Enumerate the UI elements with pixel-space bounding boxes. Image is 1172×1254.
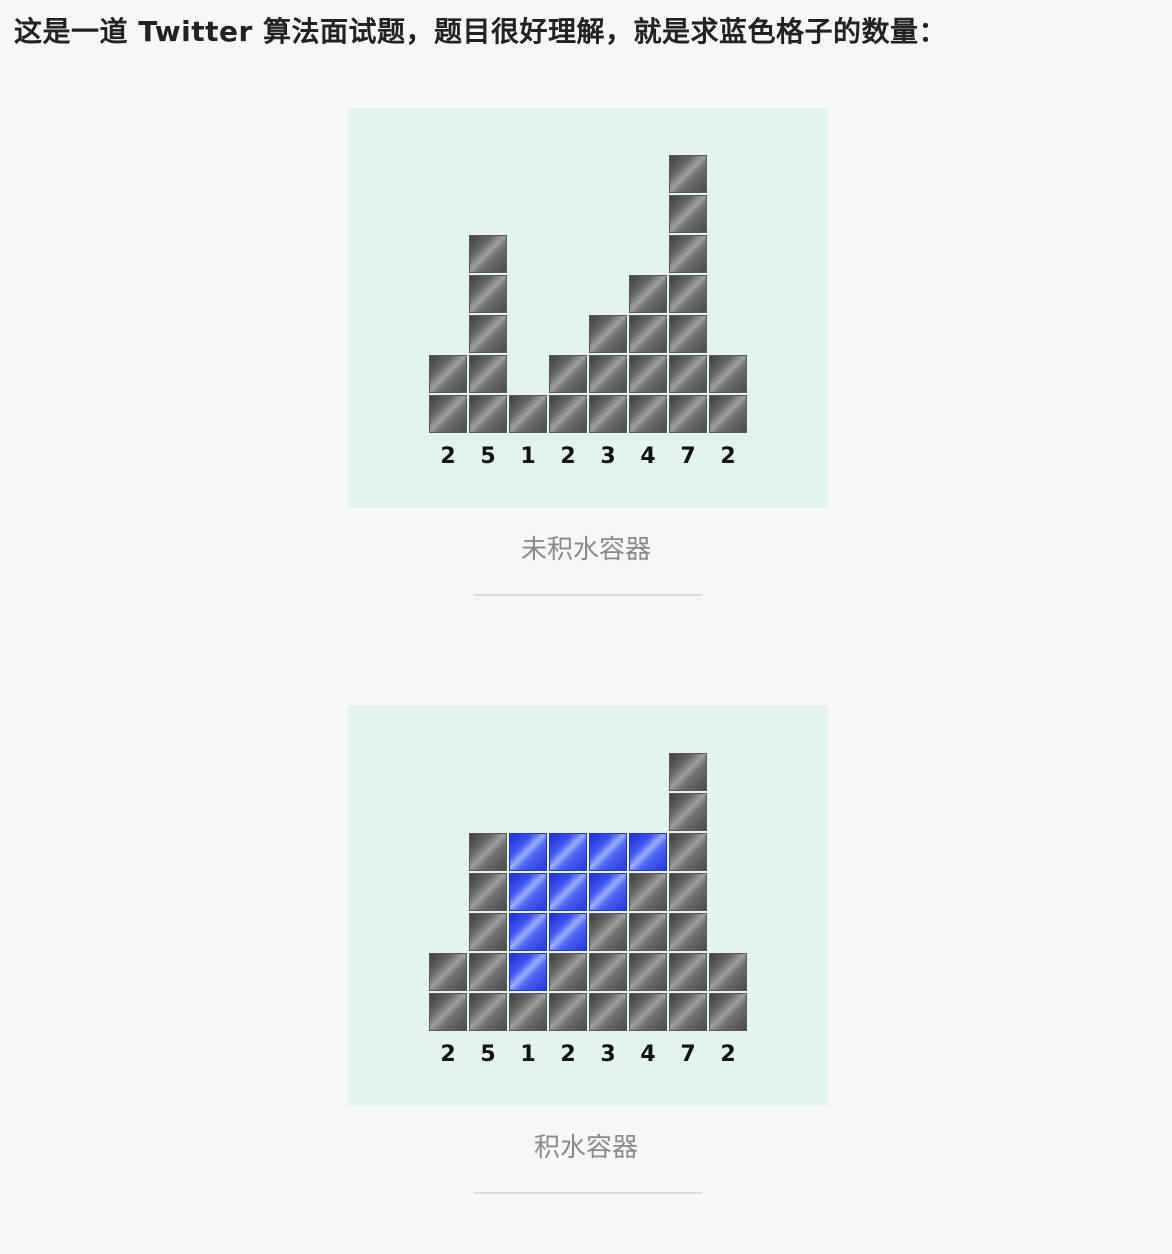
- grey-block-icon: [549, 355, 587, 393]
- column-height-label: 2: [440, 444, 456, 469]
- column-height-label: 5: [480, 444, 496, 469]
- grey-block-icon: [589, 953, 627, 991]
- grey-block-icon: [629, 275, 667, 313]
- grey-block-icon: [469, 993, 507, 1031]
- grey-block-icon: [629, 355, 667, 393]
- grey-block-icon: [509, 993, 547, 1031]
- blue-water-block-icon: [589, 873, 627, 911]
- grey-block-icon: [469, 395, 507, 433]
- blue-water-block-icon: [509, 833, 547, 871]
- grey-block-icon: [549, 953, 587, 991]
- grey-block-icon: [669, 155, 707, 193]
- blue-water-block-icon: [549, 833, 587, 871]
- grey-block-icon: [629, 873, 667, 911]
- column-height-label: 4: [640, 444, 656, 469]
- grey-block-icon: [669, 195, 707, 233]
- blue-water-block-icon: [629, 833, 667, 871]
- grey-block-icon: [669, 873, 707, 911]
- grey-block-icon: [589, 355, 627, 393]
- grey-block-icon: [709, 395, 747, 433]
- column-height-label: 3: [600, 444, 616, 469]
- grey-block-icon: [669, 953, 707, 991]
- column-height-label: 2: [440, 1042, 456, 1067]
- grey-block-icon: [589, 913, 627, 951]
- grey-block-icon: [709, 355, 747, 393]
- grey-block-icon: [629, 953, 667, 991]
- grey-block-icon: [669, 913, 707, 951]
- grey-block-icon: [669, 355, 707, 393]
- column-height-label: 1: [520, 1042, 536, 1067]
- column-height-label: 2: [720, 1042, 736, 1067]
- blue-water-block-icon: [589, 833, 627, 871]
- grey-block-icon: [469, 833, 507, 871]
- column-height-label: 3: [600, 1042, 616, 1067]
- grey-block-icon: [469, 355, 507, 393]
- intro-heading: 这是一道 Twitter 算法面试题，题目很好理解，就是求蓝色格子的数量：: [14, 15, 948, 48]
- caption-divider: [474, 1192, 702, 1194]
- grey-block-icon: [669, 793, 707, 831]
- grey-block-icon: [669, 993, 707, 1031]
- grey-block-icon: [589, 315, 627, 353]
- column-height-label: 7: [680, 1042, 696, 1067]
- blue-water-block-icon: [549, 873, 587, 911]
- grey-block-icon: [669, 275, 707, 313]
- grey-block-icon: [469, 913, 507, 951]
- grey-block-icon: [669, 235, 707, 273]
- grey-block-icon: [589, 993, 627, 1031]
- grey-block-icon: [469, 953, 507, 991]
- column-height-label: 2: [560, 1042, 576, 1067]
- column-height-label: 5: [480, 1042, 496, 1067]
- grey-block-icon: [469, 873, 507, 911]
- grey-block-icon: [549, 395, 587, 433]
- figure-caption-empty: 未积水容器: [520, 535, 651, 565]
- grey-block-icon: [709, 993, 747, 1031]
- column-height-label: 1: [520, 444, 536, 469]
- grey-block-icon: [669, 833, 707, 871]
- grey-block-icon: [629, 993, 667, 1031]
- grey-block-icon: [429, 355, 467, 393]
- column-height-label: 2: [560, 444, 576, 469]
- grey-block-icon: [629, 315, 667, 353]
- grey-block-icon: [429, 395, 467, 433]
- column-height-label: 4: [640, 1042, 656, 1067]
- grey-block-icon: [509, 395, 547, 433]
- grey-block-icon: [549, 993, 587, 1031]
- grey-block-icon: [469, 235, 507, 273]
- caption-divider: [474, 594, 702, 596]
- grey-block-icon: [469, 275, 507, 313]
- grey-block-icon: [709, 953, 747, 991]
- grey-block-icon: [629, 913, 667, 951]
- grey-block-icon: [629, 395, 667, 433]
- column-height-label: 2: [720, 444, 736, 469]
- blue-water-block-icon: [509, 873, 547, 911]
- blue-water-block-icon: [509, 913, 547, 951]
- blue-water-block-icon: [549, 913, 587, 951]
- grey-block-icon: [669, 315, 707, 353]
- blue-water-block-icon: [509, 953, 547, 991]
- grey-block-icon: [429, 953, 467, 991]
- grey-block-icon: [669, 753, 707, 791]
- figure-caption-water: 积水容器: [533, 1133, 638, 1163]
- grey-block-icon: [429, 993, 467, 1031]
- grey-block-icon: [589, 395, 627, 433]
- grey-block-icon: [469, 315, 507, 353]
- column-height-label: 7: [680, 444, 696, 469]
- grey-block-icon: [669, 395, 707, 433]
